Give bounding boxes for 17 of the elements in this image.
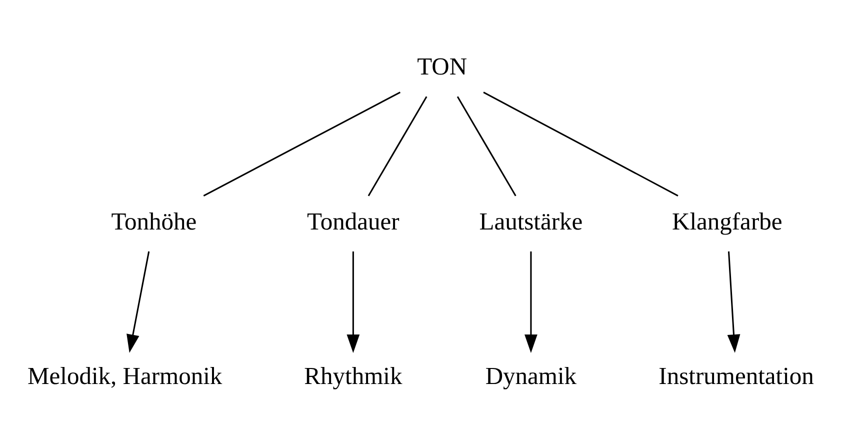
node-text: Tondauer	[307, 208, 400, 236]
node-text: TON	[417, 54, 468, 81]
node-text: Instrumentation	[658, 363, 814, 390]
connector	[456, 96, 516, 196]
node-text: Klangfarbe	[672, 208, 782, 236]
arrow	[727, 251, 740, 353]
node-text: Lautstärke	[479, 208, 583, 236]
connector	[483, 92, 678, 196]
node-text: Dynamik	[485, 363, 577, 390]
node-text: Rhythmik	[304, 363, 402, 390]
node-text: Melodik, Harmonik	[27, 363, 222, 390]
connector	[368, 96, 428, 196]
node-text: Tonhöhe	[111, 208, 197, 236]
connector	[203, 92, 401, 196]
arrow	[524, 251, 538, 353]
arrow	[126, 251, 150, 353]
arrow	[346, 251, 360, 353]
